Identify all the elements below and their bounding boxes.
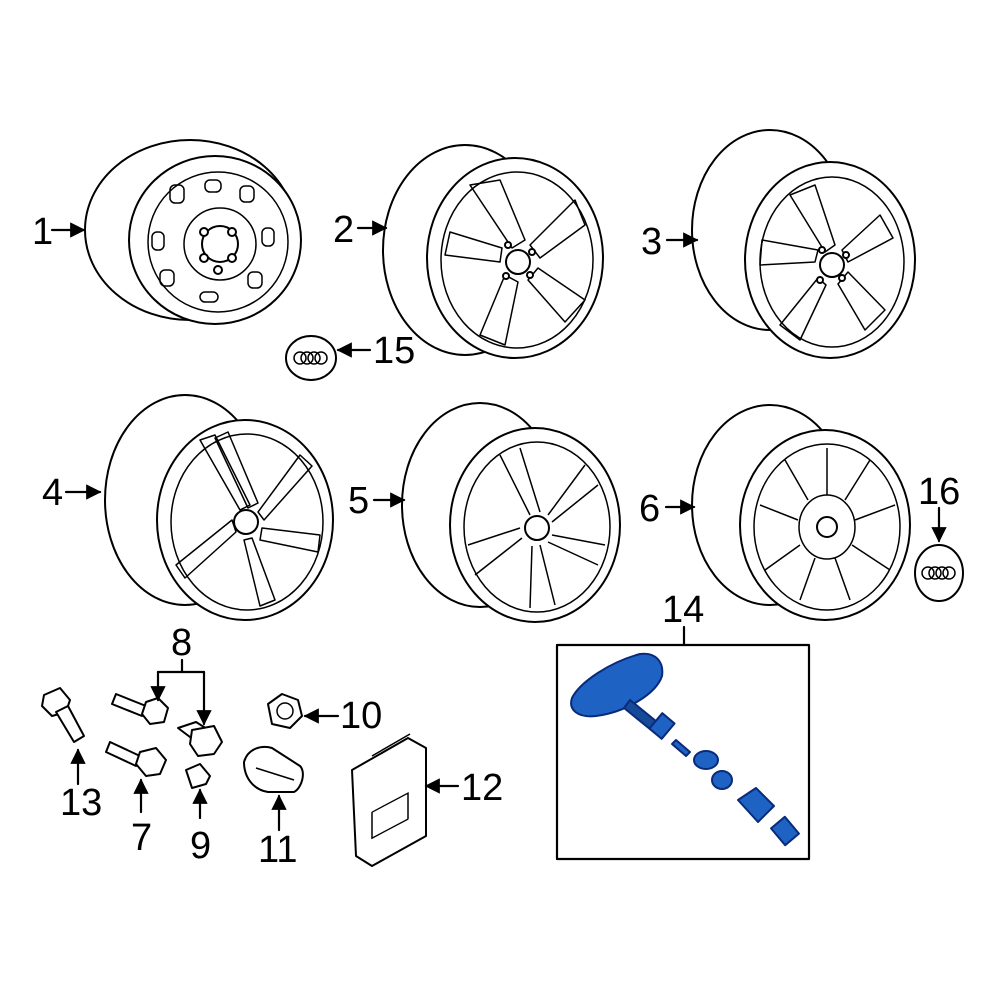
steel-wheel[interactable]: [84, 139, 302, 325]
center-cap-16[interactable]: [914, 544, 964, 602]
callout-12: 12: [461, 767, 503, 809]
callout-3: 3: [641, 221, 662, 263]
removal-tool-11[interactable]: [243, 745, 304, 793]
callout-5: 5: [348, 480, 369, 522]
bolt-cap-9[interactable]: [185, 763, 211, 789]
callout-9: 9: [190, 825, 211, 867]
alloy-wheel-5-spoke-twisted[interactable]: [691, 129, 916, 359]
callout-4: 4: [42, 472, 63, 514]
lock-nut-10[interactable]: [267, 693, 303, 729]
alloy-wheel-5-double-spoke[interactable]: [104, 394, 334, 621]
callout-7: 7: [131, 817, 152, 859]
alloy-wheel-5-spoke[interactable]: [382, 144, 604, 359]
wheel-bolt-8a[interactable]: [111, 693, 169, 725]
callout-1: 1: [32, 211, 53, 253]
center-cap-15[interactable]: [285, 335, 337, 381]
alloy-wheel-multi-spoke[interactable]: [691, 404, 911, 621]
callout-2: 2: [333, 209, 354, 251]
tpms-sensor[interactable]: [570, 652, 800, 847]
callout-6: 6: [639, 488, 660, 530]
callout-16: 16: [918, 471, 960, 513]
callout-15: 15: [373, 330, 415, 372]
wheel-bolt-13[interactable]: [41, 687, 85, 743]
wheel-bolt-7[interactable]: [105, 741, 167, 777]
lug-nut-8b[interactable]: [177, 721, 223, 757]
callout-10: 10: [340, 695, 382, 737]
callout-13: 13: [60, 782, 102, 824]
callout-11: 11: [258, 829, 297, 871]
callout-14: 14: [662, 589, 704, 631]
callout-labels: 1 2 3 4 5 6 7 8 9 10 11 12 13 14 15 16: [32, 209, 960, 871]
leader-lines: [50, 220, 947, 832]
alloy-wheel-10-spoke[interactable]: [401, 402, 621, 623]
hardware-package-12[interactable]: [351, 733, 427, 867]
callout-8: 8: [171, 622, 192, 664]
